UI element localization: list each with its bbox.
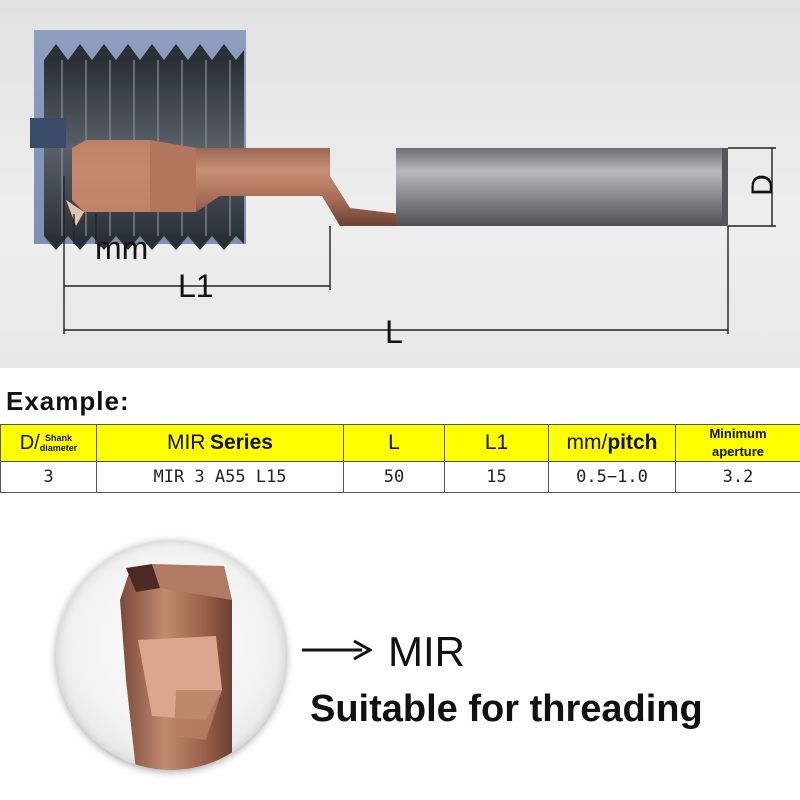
cell-l: 50 <box>343 461 445 493</box>
workpiece-stub <box>30 118 66 148</box>
cell-aperture: 3.2 <box>675 461 800 493</box>
dimension-mm-label: mm <box>95 230 149 266</box>
mir-label: MIR <box>388 628 465 675</box>
cell-d: 3 <box>0 461 97 493</box>
cell-l1: 15 <box>444 461 549 493</box>
insert-closeup <box>56 540 286 770</box>
dimension-d-label: D <box>746 174 779 196</box>
boring-bar-illustration <box>30 30 776 334</box>
tool-shank <box>396 148 728 226</box>
tool-diagram: mm L1 L D <box>0 0 800 368</box>
header-l1: L1 <box>444 424 549 462</box>
header-l: L <box>343 424 445 462</box>
insert-closeup-illustration <box>120 564 232 770</box>
threading-caption: Suitable for threading <box>310 688 703 730</box>
arrow-right-icon <box>302 639 372 661</box>
cutting-head <box>66 140 400 226</box>
dimension-l-label: L <box>385 314 403 350</box>
cell-pitch: 0.5−1.0 <box>548 461 676 493</box>
header-series: MIR Series <box>96 424 344 462</box>
cell-series: MIR 3 A55 L15 <box>96 461 344 493</box>
dimension-lines <box>63 147 776 334</box>
example-heading: Example: <box>6 386 130 416</box>
header-pitch: mm/pitch <box>548 424 676 462</box>
table-row: 3 MIR 3 A55 L15 50 15 0.5−1.0 3.2 <box>0 461 800 493</box>
dimension-l1-label: L1 <box>178 268 214 304</box>
